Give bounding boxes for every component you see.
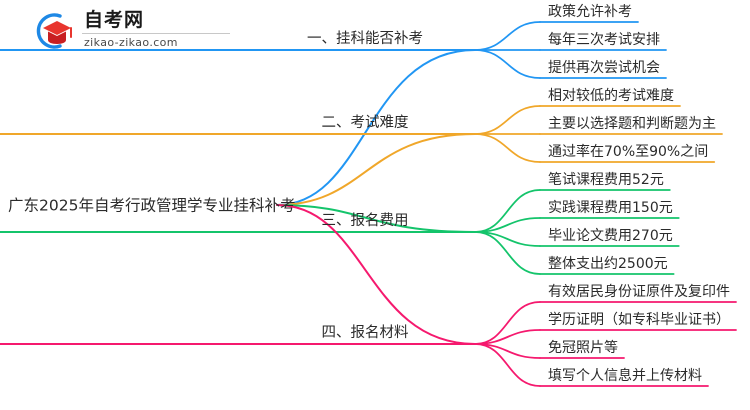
site-logo: 自考网 zikao-zikao.com (30, 8, 240, 54)
graduation-cap-icon (30, 10, 76, 52)
leaf-connector (474, 105, 541, 135)
branch-connector (276, 204, 476, 345)
mindmap-leaf-label: 整体支出约2500元 (548, 256, 668, 272)
branch-connector (276, 133, 476, 206)
leaf-connector (474, 49, 541, 79)
mindmap-connectors (0, 21, 737, 387)
leaf-connector (474, 343, 541, 387)
mindmap-branch-label: 三、报名费用 (322, 212, 409, 229)
mindmap-branch-label: 二、考试难度 (322, 114, 409, 131)
mindmap-leaf-label: 毕业论文费用270元 (548, 228, 673, 244)
mindmap-leaf-label: 笔试课程费用52元 (548, 172, 664, 188)
mindmap-leaf-label: 有效居民身份证原件及复印件 (548, 283, 730, 300)
mindmap-leaf-label: 免冠照片等 (548, 339, 618, 356)
logo-divider (82, 33, 230, 34)
logo-title: 自考网 (84, 9, 145, 31)
leaf-connector (474, 133, 541, 163)
mindmap-leaf-label: 实践课程费用150元 (548, 200, 673, 216)
mindmap-leaf-label: 提供再次尝试机会 (548, 60, 660, 76)
mindmap-root-label: 广东2025年自考行政管理学专业挂科补考 (8, 197, 295, 215)
logo-text: 自考网 zikao-zikao.com (82, 8, 232, 49)
mindmap-leaf-label: 相对较低的考试难度 (548, 88, 674, 104)
mindmap-leaf-label: 每年三次考试安排 (548, 32, 660, 48)
mindmap-leaf-label: 学历证明（如专科毕业证书） (548, 312, 730, 328)
leaf-connector (474, 21, 541, 51)
mindmap-labels: 广东2025年自考行政管理学专业挂科补考 一、挂科能否补考 政策允许补考每年三次考试… (8, 3, 730, 384)
mindmap-branch-label: 四、报名材料 (322, 324, 409, 341)
logo-domain: zikao-zikao.com (84, 36, 178, 49)
mindmap-leaf-label: 政策允许补考 (548, 3, 632, 20)
mindmap-branch-label: 一、挂科能否补考 (307, 30, 423, 47)
branch-connector (276, 49, 476, 206)
mindmap-leaf-label: 通过率在70%至90%之间 (548, 143, 708, 160)
mindmap-leaf-label: 填写个人信息并上传材料 (548, 367, 702, 384)
leaf-connector (474, 301, 541, 345)
leaf-connector (474, 231, 541, 275)
leaf-connector (474, 189, 541, 233)
branch-connector (276, 204, 476, 233)
mindmap-leaf-label: 主要以选择题和判断题为主 (548, 116, 716, 132)
